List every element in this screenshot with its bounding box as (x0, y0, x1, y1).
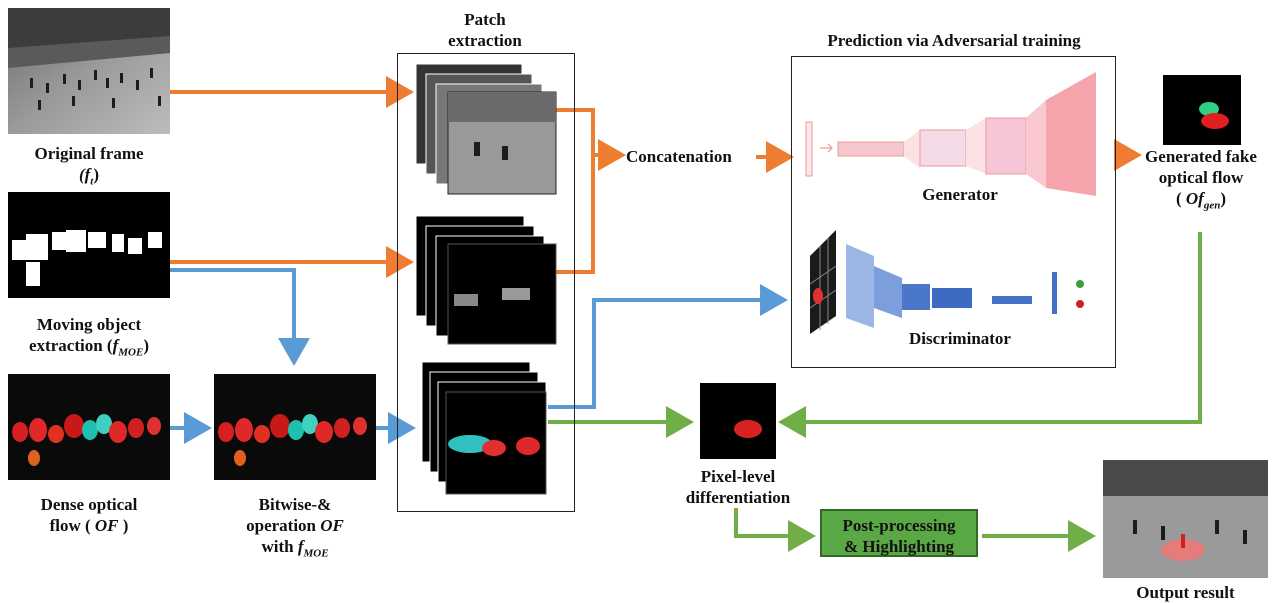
post-line2: & Highlighting (843, 537, 955, 556)
generator-label: Generator (922, 185, 998, 204)
discriminator-network-icon (809, 230, 1084, 334)
dense-flow-image (8, 374, 170, 480)
pixel-difference-image (700, 383, 776, 459)
bitwise-line1: Bitwise-& (258, 495, 332, 514)
gen-flow-line2: optical flow (1158, 168, 1244, 187)
arrow-diff-to-postproc (734, 508, 816, 552)
moe-mask-image (8, 192, 170, 298)
patch-extraction-box (397, 53, 575, 512)
output-label: Output result (1136, 583, 1235, 602)
bitwise-label: Bitwise-& operation OF with fMOE (214, 494, 376, 564)
dense-line2: flow ( OF ) (49, 516, 129, 535)
arrow-patch2-to-concat (553, 155, 595, 274)
bitwise-line2: operation OF (246, 516, 344, 535)
moe-line2: extraction (fMOE) (29, 336, 149, 359)
generated-flow-label: Generated fake optical flow ( Ofgen) (1126, 146, 1276, 216)
gen-flow-line1: Generated fake (1145, 147, 1257, 166)
generated-flow-image (1163, 75, 1241, 145)
patch-stack-frames (415, 63, 557, 195)
patch-extraction-label: Patch extraction (420, 9, 550, 51)
patch-stack-masks (415, 215, 557, 345)
adversarial-title: Prediction via Adversarial training (827, 31, 1081, 50)
pixel-line1: Pixel-level (700, 467, 776, 486)
bitwise-line3: with fMOE (261, 537, 329, 560)
original-frame-title: Original frame (34, 144, 144, 163)
output-result-image (1103, 460, 1268, 578)
arrow-mask-down-to-bitwise (170, 268, 310, 366)
dense-flow-label: Dense optical flow ( OF ) (0, 494, 178, 536)
gen-flow-line3: ( Ofgen) (1175, 189, 1227, 212)
arrow-genflow-to-diff (778, 232, 1202, 438)
original-frame-label: Original frame (ft) (0, 143, 178, 192)
post-processing-box: Post-processing & Highlighting (820, 509, 978, 557)
bitwise-result-image (214, 374, 376, 480)
pixel-diff-label: Pixel-level differentiation (668, 466, 808, 508)
generator-network-icon (805, 72, 1096, 196)
original-frame-symbol: (ft) (78, 165, 100, 188)
arrow-patch3-to-discriminator (548, 284, 788, 409)
original-frame-image (8, 8, 170, 134)
patch-stack-flows (421, 361, 547, 495)
patch-line2: extraction (448, 31, 522, 50)
concatenation-label: Concatenation (626, 147, 732, 166)
dense-line1: Dense optical (40, 495, 138, 514)
pixel-line2: differentiation (685, 488, 791, 507)
patch-line1: Patch (464, 10, 506, 29)
adversarial-training-box (791, 56, 1116, 368)
post-line1: Post-processing (842, 516, 956, 535)
moe-line1: Moving object (36, 315, 142, 334)
moe-label: Moving object extraction (fMOE) (0, 314, 178, 363)
discriminator-label: Discriminator (909, 329, 1011, 348)
arrow-patch1-to-concat (553, 108, 595, 155)
